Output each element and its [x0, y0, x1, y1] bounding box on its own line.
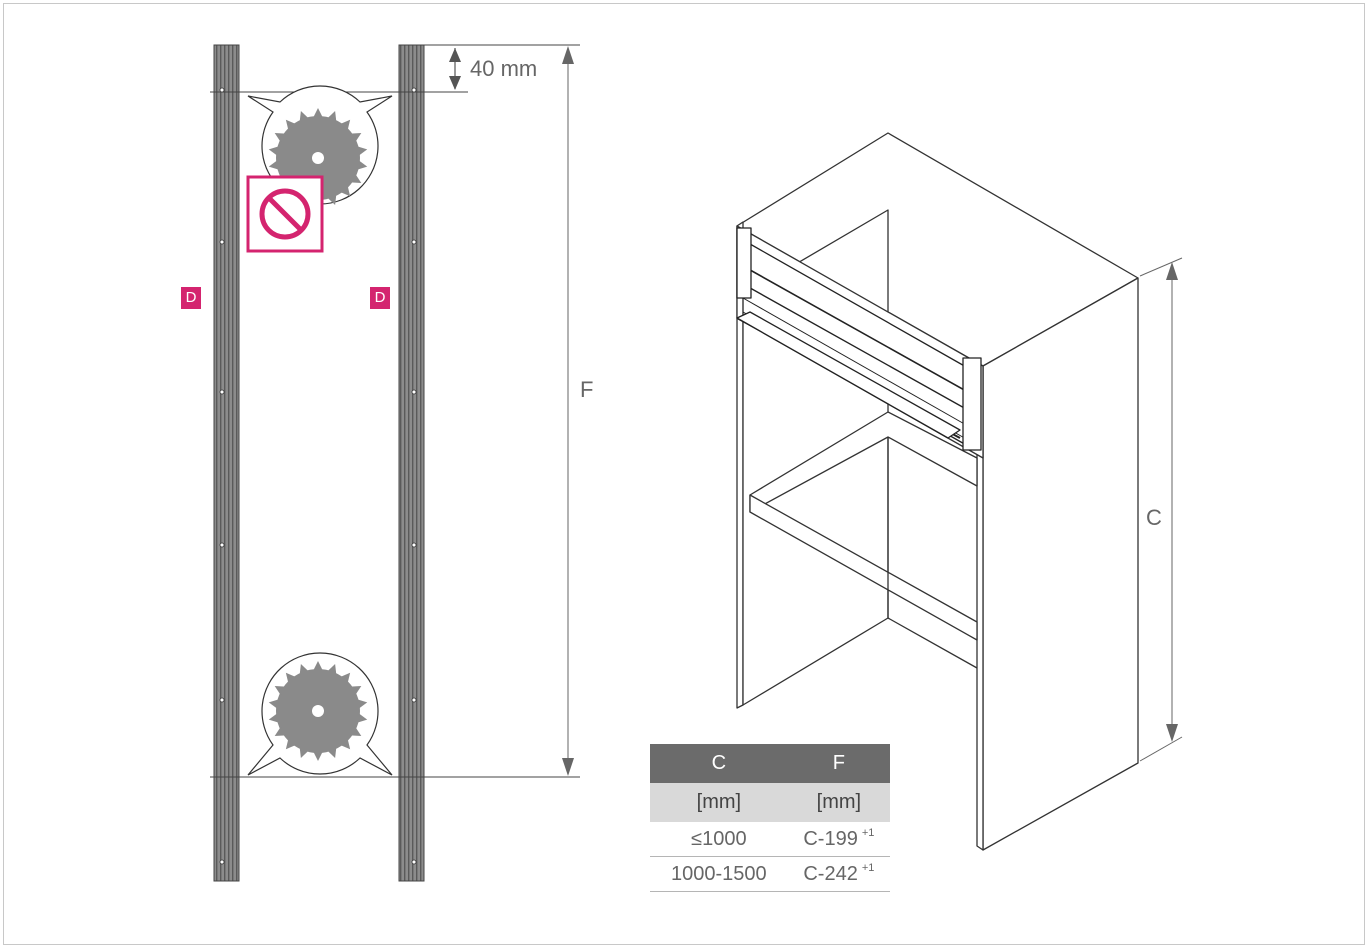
dimension-F-label: F — [580, 377, 593, 402]
table-header-c: C — [650, 744, 788, 783]
diagram-frame — [3, 3, 1365, 945]
table-header-f: F — [787, 744, 890, 783]
table-row: ≤1000 C-199+1 — [650, 822, 890, 857]
prohibited-icon — [246, 175, 324, 253]
left-profile — [213, 44, 240, 882]
table-cell-f: C-242+1 — [787, 856, 890, 892]
dimension-C-label: C — [1146, 505, 1162, 530]
profile-marker-d-right: D — [370, 287, 390, 309]
profile-marker-d-left: D — [181, 287, 201, 309]
saw-blade-icon — [247, 85, 393, 208]
dimension-C — [1139, 257, 1183, 762]
table-cell-c: 1000-1500 — [650, 856, 788, 892]
table-cell-f: C-199+1 — [787, 822, 890, 857]
table-cell-c: ≤1000 — [650, 822, 788, 857]
saw-blade-icon — [247, 652, 393, 776]
cabinet — [736, 132, 1139, 851]
table-row: 1000-1500 C-242+1 — [650, 856, 890, 892]
table-unit-c: [mm] — [650, 783, 788, 822]
right-profile — [398, 44, 425, 882]
dimension-40mm-label: 40 mm — [470, 56, 537, 81]
tolerance: +1 — [861, 862, 875, 874]
dimension-F — [562, 46, 574, 776]
dimension-table: C F [mm] [mm] ≤1000 C-199+1 1000-1500 C-… — [650, 744, 890, 892]
table-unit-f: [mm] — [787, 783, 890, 822]
dimension-40mm — [449, 48, 461, 90]
tolerance: +1 — [861, 827, 875, 839]
